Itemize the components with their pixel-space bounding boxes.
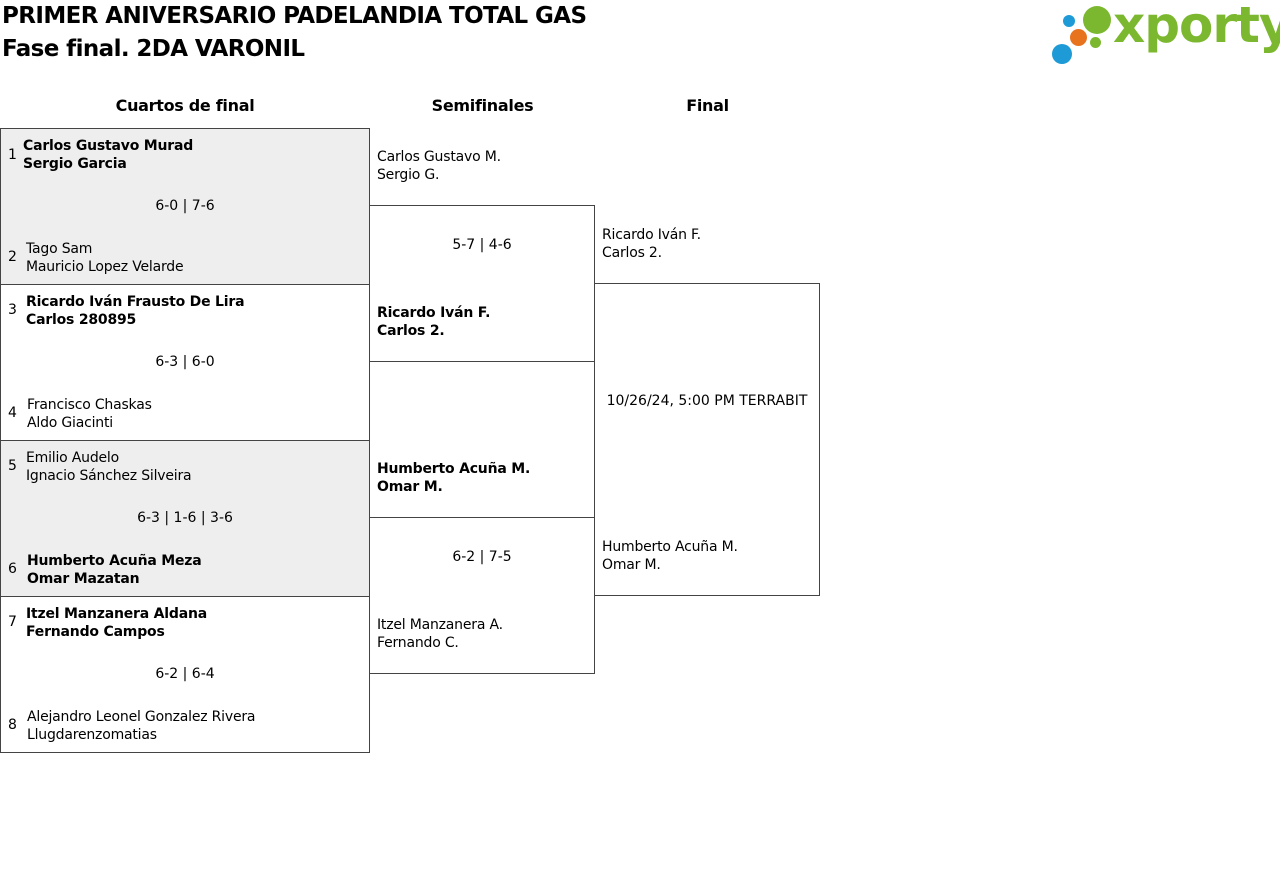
team-pair[interactable]: Itzel Manzanera Aldana Fernando Campos	[26, 605, 207, 641]
seed-number: 8	[8, 717, 17, 733]
round-header-semifinals: Semifinales	[431, 96, 534, 115]
player-name: Alejandro Leonel Gonzalez Rivera	[27, 709, 256, 725]
team-pair[interactable]: Alejandro Leonel Gonzalez Rivera Llugdar…	[27, 708, 256, 744]
seed-number: 7	[8, 614, 17, 630]
round-header-final: Final	[686, 96, 729, 115]
team-pair[interactable]: Ricardo Iván Frausto De Lira Carlos 2808…	[26, 293, 245, 329]
player-name: Itzel Manzanera A.	[377, 617, 503, 633]
team-pair[interactable]: Carlos Gustavo Murad Sergio Garcia	[23, 137, 193, 173]
xporty-logo: xporty	[1050, 0, 1280, 66]
player-name: Mauricio Lopez Velarde	[26, 259, 184, 275]
player-name: Humberto Acuña Meza	[27, 553, 202, 569]
final-top-team[interactable]: Ricardo Iván F. Carlos 2.	[602, 226, 701, 262]
seed-number: 1	[8, 147, 17, 163]
logo-dot-green-small-icon	[1090, 37, 1101, 48]
semifinal-match-1[interactable]: 5-7 | 4-6 Ricardo Iván F. Carlos 2.	[369, 205, 595, 362]
player-name: Itzel Manzanera Aldana	[26, 606, 207, 622]
player-name: Tago Sam	[26, 241, 93, 257]
quarterfinal-match-3[interactable]: 5 Emilio Audelo Ignacio Sánchez Silveira…	[0, 440, 370, 597]
match-score: 6-0 | 7-6	[155, 198, 215, 214]
team-pair[interactable]: Tago Sam Mauricio Lopez Velarde	[26, 240, 184, 276]
player-name: Omar M.	[377, 479, 443, 495]
team-pair[interactable]: Emilio Audelo Ignacio Sánchez Silveira	[26, 449, 192, 485]
logo-dot-green-icon	[1083, 6, 1111, 34]
round-header-quarterfinals: Cuartos de final	[115, 96, 255, 115]
match-score: 6-2 | 6-4	[155, 666, 215, 682]
player-name: Carlos 2.	[602, 245, 662, 261]
quarterfinal-match-2[interactable]: 3 Ricardo Iván Frausto De Lira Carlos 28…	[0, 284, 370, 441]
player-name: Humberto Acuña M.	[377, 461, 531, 477]
semifinal-1-top-team[interactable]: Carlos Gustavo M. Sergio G.	[377, 148, 501, 184]
player-name: Sergio Garcia	[23, 156, 127, 172]
quarterfinal-match-4[interactable]: 7 Itzel Manzanera Aldana Fernando Campos…	[0, 596, 370, 753]
logo-dot-orange-icon	[1070, 29, 1087, 46]
player-name: Fernando Campos	[26, 624, 165, 640]
quarterfinal-match-1[interactable]: 1 Carlos Gustavo Murad Sergio Garcia 6-0…	[0, 128, 370, 285]
semifinal-2-bottom-team[interactable]: Itzel Manzanera A. Fernando C.	[377, 616, 503, 652]
logo-text: xporty	[1113, 0, 1280, 54]
final-bottom-team[interactable]: Humberto Acuña M. Omar M.	[602, 538, 738, 574]
player-name: Francisco Chaskas	[27, 397, 152, 413]
final-schedule: 10/26/24, 5:00 PM TERRABIT	[606, 393, 808, 409]
seed-number: 5	[8, 458, 17, 474]
player-name: Ignacio Sánchez Silveira	[26, 468, 192, 484]
player-name: Ricardo Iván F.	[602, 227, 701, 243]
seed-number: 4	[8, 405, 17, 421]
team-pair[interactable]: Francisco Chaskas Aldo Giacinti	[27, 396, 152, 432]
phase-subtitle: Fase final. 2DA VARONIL	[2, 36, 305, 62]
player-name: Carlos 280895	[26, 312, 137, 328]
semifinal-match-2[interactable]: 6-2 | 7-5 Itzel Manzanera A. Fernando C.	[369, 517, 595, 674]
player-name: Fernando C.	[377, 635, 459, 651]
player-name: Carlos Gustavo Murad	[23, 138, 194, 154]
player-name: Ricardo Iván Frausto De Lira	[26, 294, 245, 310]
match-score: 6-3 | 1-6 | 3-6	[137, 510, 233, 526]
player-name: Omar M.	[602, 557, 661, 573]
player-name: Humberto Acuña M.	[602, 539, 738, 555]
semifinal-2-top-team[interactable]: Humberto Acuña M. Omar M.	[377, 460, 530, 496]
player-name: Omar Mazatan	[27, 571, 140, 587]
match-score: 6-2 | 7-5	[452, 549, 512, 565]
player-name: Aldo Giacinti	[27, 415, 113, 431]
seed-number: 3	[8, 302, 17, 318]
match-score: 6-3 | 6-0	[155, 354, 215, 370]
team-pair[interactable]: Humberto Acuña Meza Omar Mazatan	[27, 552, 202, 588]
logo-dot-blue-small-icon	[1063, 15, 1075, 27]
seed-number: 2	[8, 249, 17, 265]
match-score: 5-7 | 4-6	[452, 237, 512, 253]
player-name: Emilio Audelo	[26, 450, 119, 466]
logo-dot-blue-icon	[1052, 44, 1072, 64]
final-match[interactable]: 10/26/24, 5:00 PM TERRABIT Humberto Acuñ…	[594, 283, 820, 596]
semifinal-1-bottom-team[interactable]: Ricardo Iván F. Carlos 2.	[377, 304, 490, 340]
player-name: Ricardo Iván F.	[377, 305, 491, 321]
seed-number: 6	[8, 561, 17, 577]
player-name: Carlos 2.	[377, 323, 445, 339]
player-name: Carlos Gustavo M.	[377, 149, 501, 165]
player-name: Sergio G.	[377, 167, 440, 183]
tournament-title: PRIMER ANIVERSARIO PADELANDIA TOTAL GAS	[2, 3, 587, 29]
player-name: Llugdarenzomatias	[27, 727, 157, 743]
